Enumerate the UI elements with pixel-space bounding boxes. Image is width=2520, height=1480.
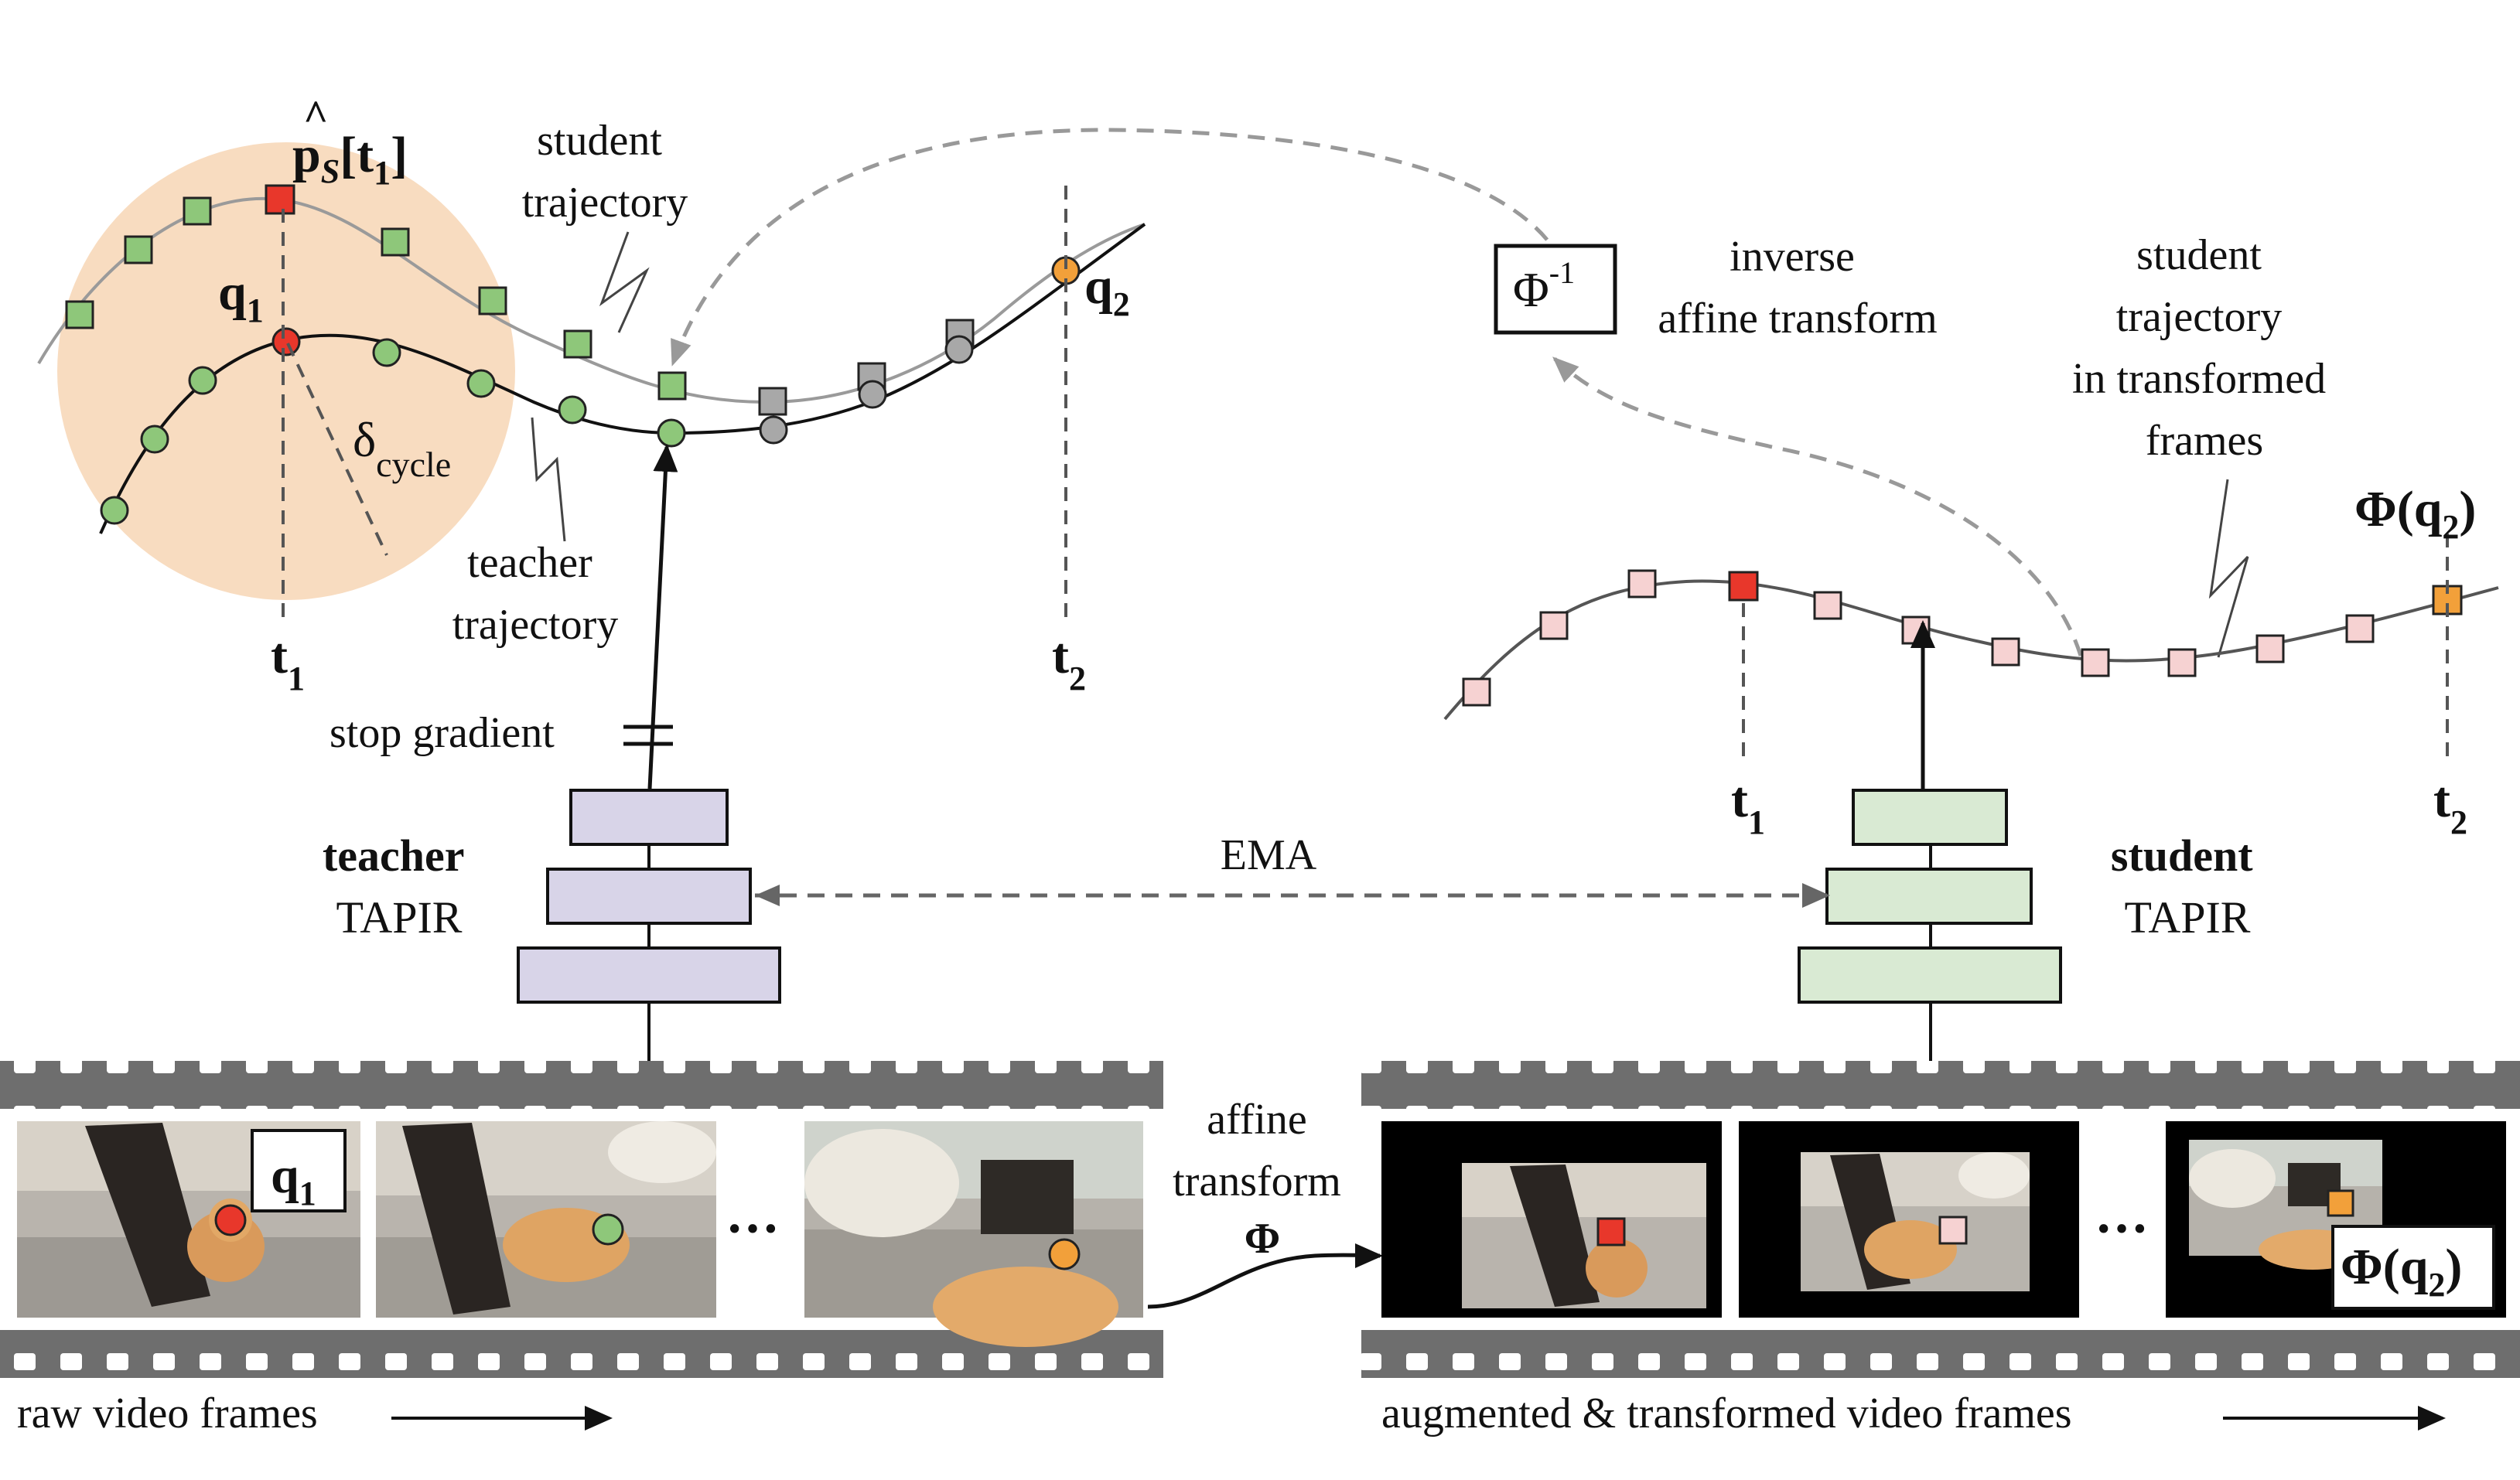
- raw-frame-1: [17, 1121, 360, 1318]
- transformed-trajectory-line: [1443, 579, 2499, 721]
- teacher-gray-points: [759, 335, 974, 445]
- teacher-trajectory-label: teacher trajectory: [452, 539, 619, 649]
- student-label: student TAPIR: [2111, 830, 2264, 943]
- teacher-tapir-model: [517, 789, 781, 1004]
- teacher-points: [100, 338, 686, 525]
- q1-label: q1: [218, 264, 264, 329]
- inverse-affine-label: inverse affine transform: [1658, 233, 1937, 343]
- phi-inverse-label: Φ-1: [1513, 255, 1575, 317]
- q1-box-label: q1: [271, 1148, 316, 1212]
- student-query-point-red: [265, 184, 295, 215]
- ellipsis-left: ···: [726, 1199, 780, 1259]
- ema-label: EMA: [1221, 831, 1317, 879]
- student-transformed-pointer: [2208, 479, 2249, 658]
- aug-frame-1: [1381, 1121, 1722, 1318]
- phi-q2-box-label: Φ(q2): [2341, 1239, 2462, 1304]
- ellipsis-right: ···: [2095, 1199, 2149, 1259]
- ema-arrow-head: [755, 885, 780, 906]
- student-trajectory-line: [37, 196, 1146, 404]
- student-trajectory-label: student trajectory: [522, 117, 688, 227]
- teacher-trajectory-line: [99, 223, 1146, 534]
- p-hat-caret: ^: [303, 92, 329, 140]
- student-transformed-label: student trajectory in transformed frames: [2072, 231, 2337, 465]
- phi-q2-top-label: Φ(q2): [2354, 481, 2476, 546]
- t2-label-left: t2: [1052, 628, 1086, 697]
- student-points: [65, 196, 687, 401]
- film-strip-left-top-holes: [0, 1061, 1163, 1109]
- transformed-query-point-red: [1728, 571, 1759, 602]
- teacher-output-arrow: [647, 444, 678, 789]
- teacher-trajectory-pointer: [531, 417, 566, 542]
- q2-label: q2: [1084, 258, 1130, 323]
- transformed-points: [1462, 569, 2375, 707]
- inverse-transform-arrow: [671, 128, 1565, 367]
- t1-label-right: t1: [1731, 772, 1765, 841]
- stop-gradient-label: stop gradient: [330, 709, 555, 757]
- delta-cycle-label: δcycle: [353, 412, 451, 484]
- affine-transform-label: affine transform Φ: [1173, 1096, 1352, 1263]
- raw-frames-label: raw video frames: [17, 1390, 318, 1437]
- student-tapir-model: [1798, 789, 2062, 1004]
- transformed-to-inverse-arrow: [1552, 356, 2083, 656]
- p-hat-label: pS[t1]: [292, 127, 408, 192]
- film-strip-right-top-holes: [1361, 1061, 2520, 1109]
- student-trajectory-pointer: [599, 231, 650, 333]
- phi-inverse-box: [1494, 244, 1617, 335]
- aug-frame-2: [1739, 1121, 2079, 1318]
- teacher-label: teacher TAPIR: [323, 830, 476, 943]
- q1-point: [271, 327, 301, 356]
- aug-frame-3: [2166, 1121, 2506, 1318]
- affine-transform-arrow: [1147, 1243, 1383, 1309]
- film-strip-right-bottom-holes: [1361, 1330, 2520, 1378]
- aug-frames-label: augmented & transformed video frames: [1381, 1390, 2072, 1437]
- t1-label-left: t1: [271, 628, 305, 697]
- raw-frame-3: [804, 1121, 1143, 1347]
- raw-frame-2: [376, 1121, 716, 1318]
- t2-label-right: t2: [2433, 772, 2467, 841]
- delta-cycle-line: [286, 343, 388, 556]
